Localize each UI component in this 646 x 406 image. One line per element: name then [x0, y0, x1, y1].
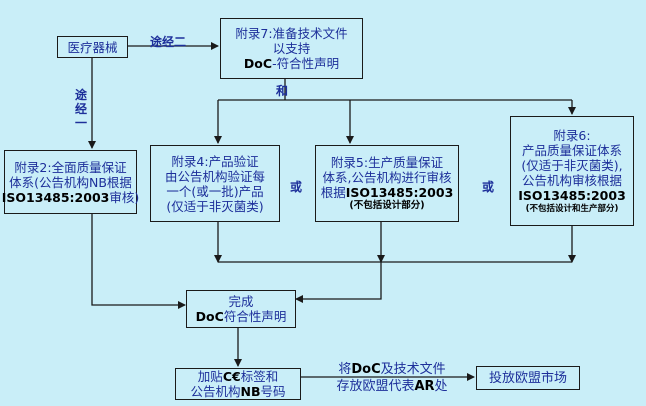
- label-and: 和: [276, 84, 289, 98]
- node-store-line2-rest: 处: [434, 379, 448, 394]
- node-affix-line1-pre: 加贴: [197, 369, 223, 384]
- node-annex5: 附录5:生产质量保证 体系,公告机构进行审核 根据ISO13485:2003 (…: [315, 145, 459, 222]
- node-eu-market-text: 投放欧盟市场: [488, 370, 567, 386]
- node-annex5-line2: 体系,公告机构进行审核: [322, 170, 452, 185]
- node-store-ar: 将DoC及技术文件 存放欧盟代表AR处: [318, 361, 466, 395]
- node-annex4: 附录4:产品验证 由公告机构验证每 一个(或一批)产品 (仅适于非灭菌类): [150, 145, 280, 222]
- node-annex2-line3: ISO13485:2003审核): [2, 190, 139, 205]
- node-annex4-line3: 一个(或一批)产品: [166, 183, 264, 199]
- node-complete-line1: 完成: [228, 294, 254, 309]
- node-annex4-line2: 由公告机构验证每: [164, 168, 265, 184]
- node-annex5-line3: 根据ISO13485:2003: [321, 185, 454, 200]
- node-affix-line1: 加贴C€标签和: [198, 369, 278, 384]
- node-annex7-line1: 附录7:准备技术文件: [235, 26, 348, 41]
- node-eu-market: 投放欧盟市场: [476, 366, 580, 390]
- node-annex7: 附录7:准备技术文件 以支持 DoC-符合性声明: [220, 18, 363, 79]
- node-affix-line2-rest: 号码: [260, 384, 286, 399]
- node-medical-device-text: 医疗器械: [67, 39, 118, 55]
- doc-term: DoC: [243, 56, 273, 71]
- node-annex6: 附录6: 产品质量保证体系 (仅适于非灭菌类), 公告机构审核根据 ISO134…: [510, 116, 634, 226]
- doc-term: DoC: [195, 309, 224, 324]
- label-route-1-char1: 途: [74, 88, 87, 102]
- label-route-1: 途 经 一: [74, 88, 88, 130]
- node-store-line1-pre: 将: [338, 362, 352, 377]
- node-annex4-line1: 附录4:产品验证: [171, 153, 259, 169]
- iso-standard: ISO13485:2003: [345, 185, 454, 200]
- node-medical-device: 医疗器械: [57, 36, 128, 58]
- iso-standard: ISO13485:2003: [1, 189, 110, 205]
- nb-term: NB: [240, 384, 261, 399]
- node-store-line2-pre: 存放欧盟代表: [336, 379, 415, 394]
- node-annex7-line3: DoC-符合性声明: [244, 56, 339, 71]
- node-complete-line2-rest: 符合性声明: [223, 309, 287, 324]
- node-annex7-line2: 以支持: [272, 41, 311, 56]
- label-route-1-char3: 一: [74, 116, 87, 130]
- node-annex5-note: (不包括设计部分): [349, 200, 425, 211]
- node-annex7-line3-rest: -符合性声明: [272, 56, 340, 71]
- node-store-line1: 将DoC及技术文件: [318, 361, 466, 378]
- node-annex6-line1: 附录6:: [553, 127, 591, 143]
- node-affix-line2-pre: 公告机构: [190, 384, 241, 399]
- label-route-1-char2: 经: [74, 102, 87, 116]
- node-annex6-note: (不包括设计和生产部分): [525, 203, 619, 214]
- node-annex2-line1: 附录2:全面质量保证: [14, 159, 127, 175]
- node-annex4-line4: (仅适于非灭菌类): [166, 198, 264, 214]
- edge-join-complete: [295, 262, 382, 303]
- node-annex2-line2: 体系(公告机构NB根据: [9, 174, 132, 190]
- node-affix-ce: 加贴C€标签和 公告机构NB号码: [175, 368, 301, 400]
- node-affix-line1-rest: 标签和: [240, 369, 279, 384]
- node-annex5-line3-pre: 根据: [320, 185, 346, 200]
- node-annex6-line2: 产品质量保证体系: [521, 142, 622, 158]
- label-route-2: 途经二: [150, 35, 187, 49]
- label-or-1: 或: [290, 180, 303, 194]
- edge-annex2-complete: [91, 214, 186, 309]
- label-or-2: 或: [482, 180, 495, 194]
- ce-mark: C€: [222, 369, 241, 384]
- ar-term: AR: [414, 379, 435, 394]
- node-store-line1-rest: 及技术文件: [380, 362, 446, 377]
- node-store-line2: 存放欧盟代表AR处: [318, 378, 466, 395]
- node-annex2: 附录2:全面质量保证 体系(公告机构NB根据 ISO13485:2003审核): [2, 150, 139, 214]
- node-complete-line2: DoC符合性声明: [196, 309, 287, 324]
- node-annex6-line3: (仅适于非灭菌类),: [521, 157, 623, 173]
- node-annex5-line1: 附录5:生产质量保证: [330, 155, 444, 170]
- node-annex6-line4: 公告机构审核根据: [521, 172, 622, 188]
- iso-standard: ISO13485:2003: [518, 187, 626, 203]
- node-complete-doc: 完成 DoC符合性声明: [186, 290, 296, 328]
- doc-term: DoC: [351, 362, 381, 377]
- node-affix-line2: 公告机构NB号码: [190, 384, 285, 399]
- node-annex2-line3-rest: 审核): [109, 189, 140, 205]
